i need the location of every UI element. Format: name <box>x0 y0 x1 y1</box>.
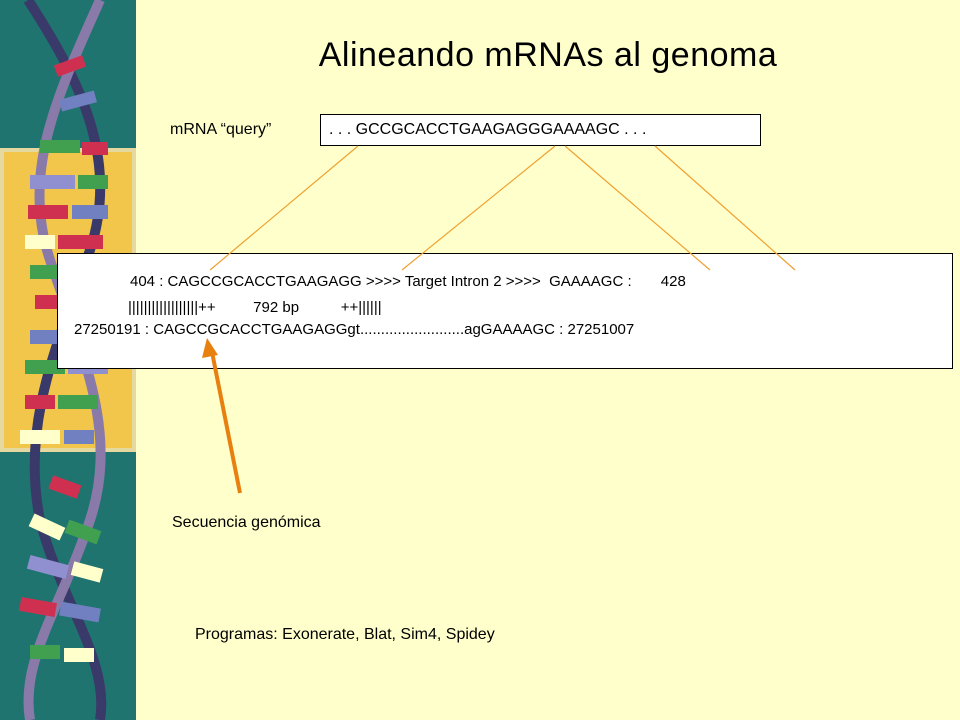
connector-line <box>209 145 359 271</box>
genomic-sequence-label: Secuencia genómica <box>172 514 321 531</box>
programs-text: Programas: Exonerate, Blat, Sim4, Spidey <box>195 626 495 643</box>
slide-title: Alineando mRNAs al genoma <box>318 36 778 74</box>
alignment-query-line: 404 : CAGCCGCACCTGAAGAGG >>>> Target Int… <box>130 273 686 290</box>
connector-line <box>654 145 796 271</box>
connector-line <box>401 145 556 271</box>
alignment-genome-line: 27250191 : CAGCCGCACCTGAAGAGGgt.........… <box>74 321 635 338</box>
query-sequence-box: . . . GCCGCACCTGAAGAGGGAAAAGC . . . <box>320 114 761 146</box>
alignment-box: 404 : CAGCCGCACCTGAAGAGG >>>> Target Int… <box>57 253 953 369</box>
query-label: mRNA “query” <box>170 121 272 138</box>
connector-line <box>564 145 711 271</box>
alignment-match-line: ||||||||||||||||||++ 792 bp ++|||||| <box>128 299 382 316</box>
query-sequence: . . . GCCGCACCTGAAGAGGGAAAAGC . . . <box>329 121 647 138</box>
